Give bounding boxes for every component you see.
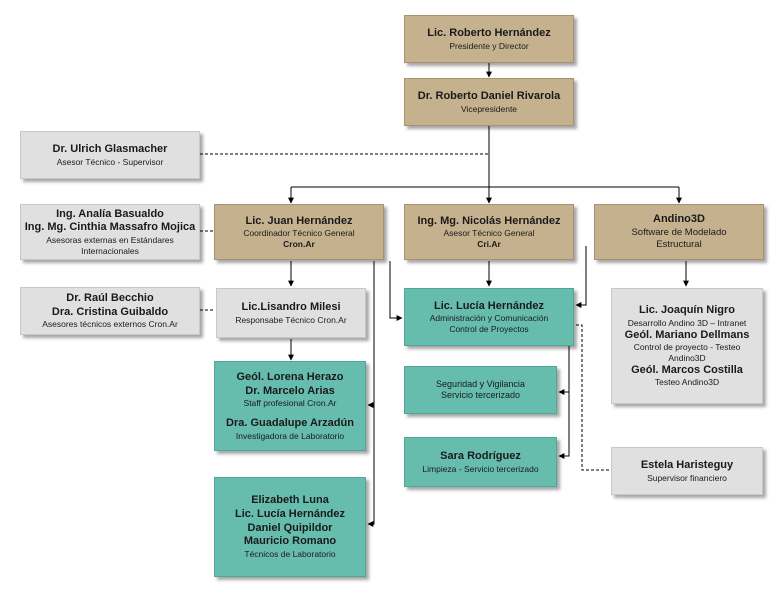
node-estela: Estela Haristeguy Supervisor financiero <box>611 447 763 495</box>
node-role: Andino3D <box>668 352 706 363</box>
node-staff: Geól. Lorena Herazo Dr. Marcelo Arias St… <box>214 361 366 451</box>
node-vice: Dr. Roberto Daniel Rivarola Vicepresiden… <box>404 78 574 126</box>
node-nicolas: Ing. Mg. Nicolás Hernández Asesor Técnic… <box>404 204 574 260</box>
line-juan-lucia <box>389 261 403 321</box>
node-seguridad: Seguridad y Vigilancia Servicio terceriz… <box>404 366 557 414</box>
node-name: Ing. Mg. Nicolás Hernández <box>417 214 561 227</box>
node-name: Lic. Juan Hernández <box>245 214 353 227</box>
node-name: Daniel Quipildor <box>247 521 333 534</box>
node-role: Asesores técnicos externos Cron.Ar <box>42 319 178 330</box>
node-role: Responsabe Técnico Cron.Ar <box>235 314 347 325</box>
node-role: Asesoras externas en Estándares <box>46 235 174 246</box>
node-name: Mauricio Romano <box>243 535 337 548</box>
line-lucia-sara <box>558 392 570 459</box>
line-juan-tecnicos <box>367 405 375 527</box>
node-name: Estela Haristeguy <box>640 458 734 471</box>
node-role: Coordinador Técnico General <box>243 228 355 239</box>
node-name: Dr. Roberto Daniel Rivarola <box>417 89 561 102</box>
node-role: Técnicos de Laboratorio <box>244 549 336 560</box>
node-role: Control de Proyectos <box>449 323 529 334</box>
line-vice-bus <box>291 126 679 188</box>
node-name: Elizabeth Luna <box>251 494 329 507</box>
node-juan: Lic. Juan Hernández Coordinador Técnico … <box>214 204 384 260</box>
node-role: Desarrollo Andino 3D – Intranet <box>627 317 747 328</box>
node-role: Servicio tercerizado <box>440 390 521 400</box>
line-juan-staff <box>367 261 375 408</box>
node-role: Software de Modelado <box>631 227 727 238</box>
node-role: Administración y Comunicación <box>429 313 549 324</box>
node-name: Lic. Lucía Hernández <box>433 299 545 312</box>
node-role: Limpieza - Servicio tercerizado <box>422 463 539 474</box>
node-name: Lic.Lisandro Milesi <box>241 300 341 313</box>
line-andino-lucia <box>575 246 587 308</box>
node-role: Staff profesional Cron.Ar <box>243 398 337 409</box>
node-andino3d: Andino3D Software de Modelado Estructura… <box>594 204 764 260</box>
node-name: Geól. Lorena Herazo <box>236 370 344 383</box>
node-name: Dra. Guadalupe Arzadún <box>226 416 354 429</box>
node-name: Ing. Mg. Cinthia Massafro Mojica <box>24 221 196 234</box>
node-asesores-cron: Dr. Raúl Becchio Dra. Cristina Guibaldo … <box>20 287 200 335</box>
node-name: Lic. Joaquín Nigro <box>639 304 735 317</box>
node-role: Supervisor financiero <box>647 472 727 483</box>
node-role: Investigadora de Laboratorio <box>235 430 345 441</box>
node-name: Geól. Mariano Dellmans <box>624 328 750 341</box>
node-tecnicos: Elizabeth Luna Lic. Lucía Hernández Dani… <box>214 477 366 577</box>
node-name: Andino3D <box>653 213 705 226</box>
node-lucia-admin: Lic. Lucía Hernández Administración y Co… <box>404 288 574 346</box>
node-role: Control de proyecto - Testeo <box>633 342 741 353</box>
node-name: Dr. Marcelo Arias <box>245 384 335 397</box>
node-role: Asesor Técnico - Supervisor <box>56 156 164 167</box>
node-role: Estructural <box>656 238 702 250</box>
node-andino-team: Lic. Joaquín Nigro Desarrollo Andino 3D … <box>611 288 763 404</box>
node-role: Presidente y Director <box>449 40 529 51</box>
node-name: Geól. Marcos Costilla <box>631 363 743 376</box>
node-name: Lic. Roberto Hernández <box>427 26 551 39</box>
node-role: Internacionales <box>81 245 139 256</box>
node-sara: Sara Rodríguez Limpieza - Servicio terce… <box>404 437 557 487</box>
node-name: Lic. Lucía Hernández <box>234 507 346 520</box>
node-asesoras-externas: Ing. Analía Basualdo Ing. Mg. Cinthia Ma… <box>20 204 200 260</box>
node-org: Cri.Ar <box>477 238 501 249</box>
node-role: Testeo Andino3D <box>654 377 720 388</box>
node-name: Ing. Analía Basualdo <box>56 207 164 220</box>
node-name: Dr. Raúl Becchio <box>66 291 154 304</box>
node-role: Seguridad y Vigilancia <box>436 378 525 389</box>
line-estela <box>576 324 611 471</box>
node-name: Sara Rodríguez <box>440 449 521 462</box>
node-president: Lic. Roberto Hernández Presidente y Dire… <box>404 15 574 63</box>
node-name: Dr. Ulrich Glasmacher <box>52 142 168 155</box>
node-role: Asesor Técnico General <box>443 228 535 239</box>
node-lisandro: Lic.Lisandro Milesi Responsabe Técnico C… <box>216 288 366 338</box>
node-supervisor: Dr. Ulrich Glasmacher Asesor Técnico - S… <box>20 131 200 179</box>
node-role: Vicepresidente <box>460 103 518 114</box>
node-name: Dra. Cristina Guibaldo <box>51 305 169 318</box>
node-org: Cron.Ar <box>283 238 315 249</box>
